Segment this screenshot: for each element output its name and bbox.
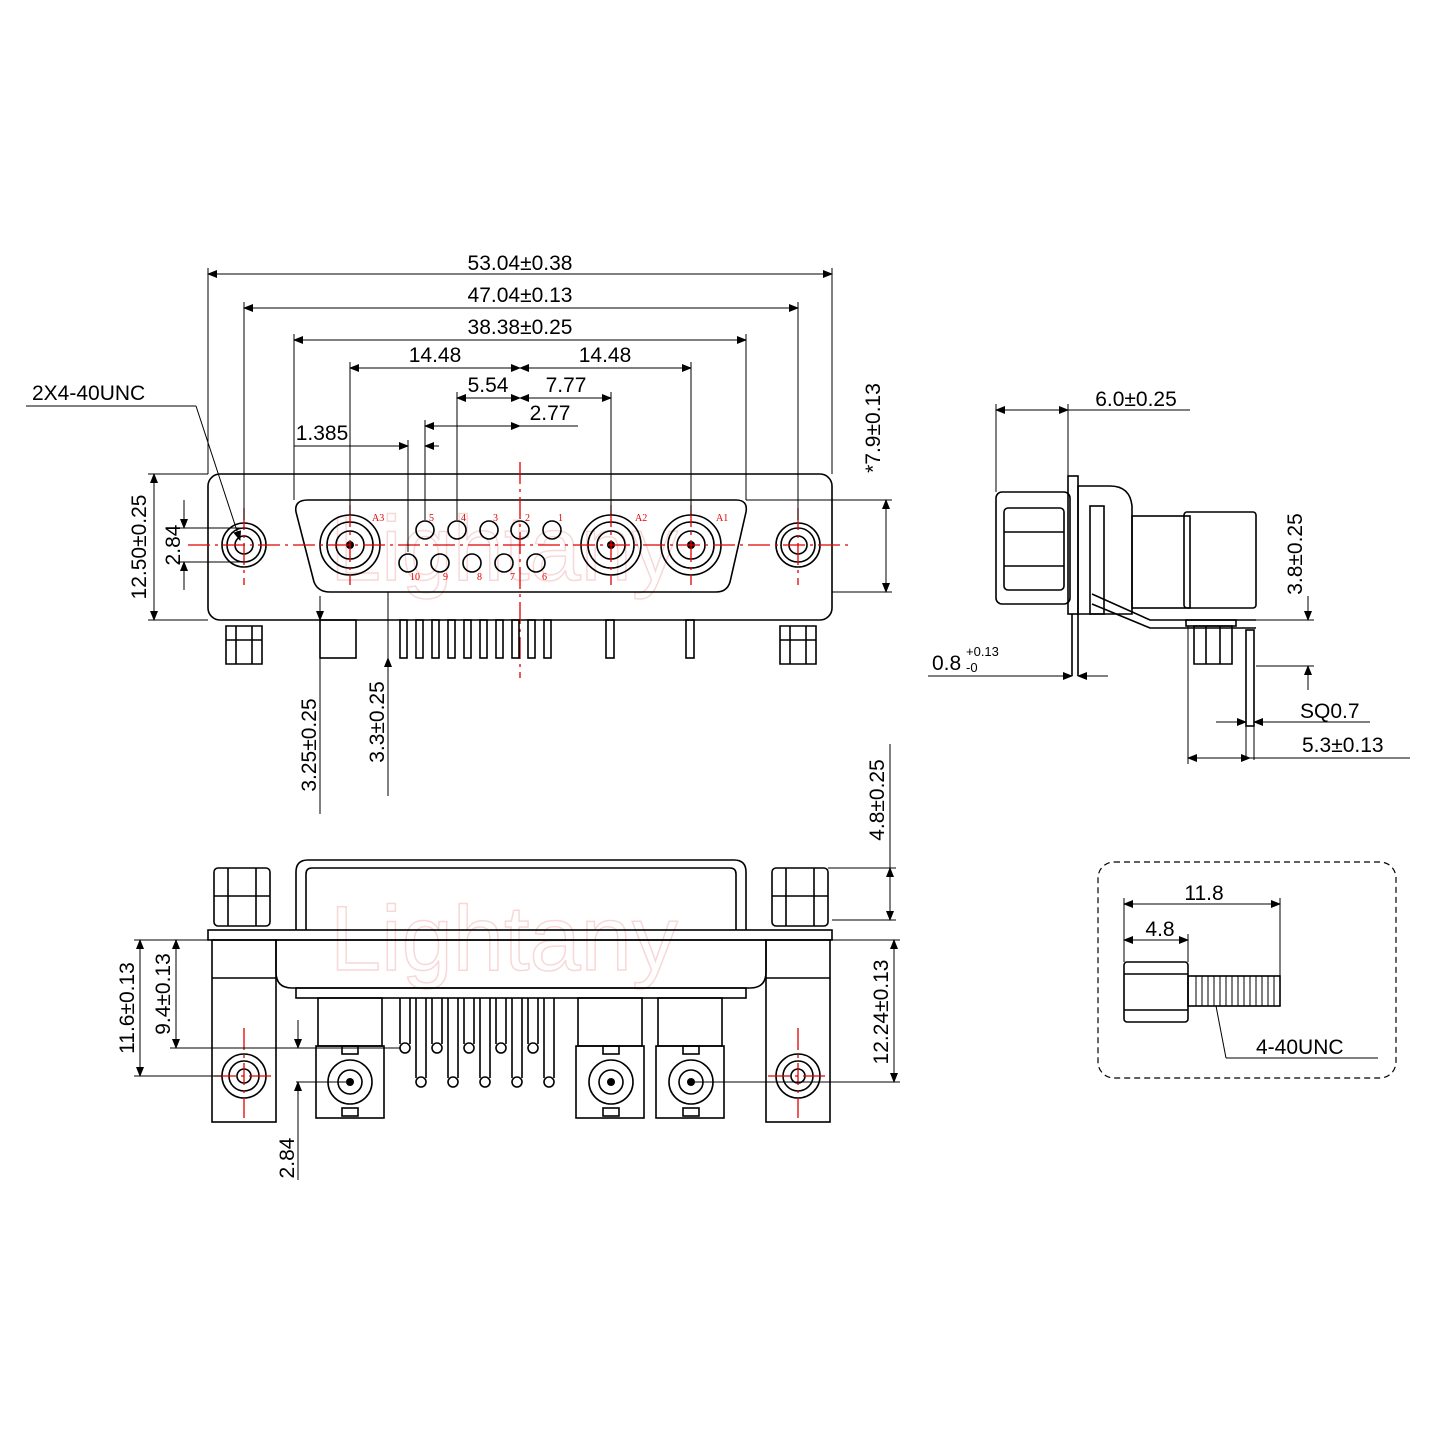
dim-standoff-height: 4.8±0.25 bbox=[866, 759, 889, 841]
coax-tail-a3 bbox=[319, 619, 357, 659]
dim-depth: 6.0±0.25 bbox=[1095, 388, 1177, 411]
svg-text:-0: -0 bbox=[966, 660, 978, 675]
dim-pin-square: SQ0.7 bbox=[1300, 700, 1360, 723]
pin-label-10: 10 bbox=[410, 572, 420, 583]
dim-shell-width: 38.38±0.25 bbox=[468, 316, 573, 339]
pin-label-a1: A1 bbox=[716, 513, 728, 524]
board-lock-left bbox=[225, 625, 263, 665]
front-view: A3 5 4 3 2 1 A2 A1 10 9 8 7 6 bbox=[26, 252, 892, 814]
dim-row-gap: 2.84 bbox=[276, 1137, 299, 1178]
side-pin bbox=[1245, 629, 1255, 727]
screw-detail: 11.8 4.8 4-40UNC bbox=[1097, 861, 1397, 1079]
screw-hex-head bbox=[1123, 961, 1189, 1023]
coax-tail-a2 bbox=[605, 619, 615, 659]
pin-label-3: 3 bbox=[493, 513, 498, 524]
screw-thread bbox=[1187, 975, 1281, 1007]
thread-callout: 2X4-40UNC bbox=[32, 382, 145, 405]
pin-label-9: 9 bbox=[443, 572, 448, 583]
pin-label-2: 2 bbox=[525, 513, 530, 524]
side-board-lock bbox=[1193, 625, 1233, 665]
pin-label-1: 1 bbox=[558, 513, 563, 524]
dim-coax-left: 14.48 bbox=[409, 344, 462, 367]
dim-board-offset: 3.8±0.25 bbox=[1284, 513, 1307, 595]
dim-tail-a: 3.25±0.25 bbox=[298, 698, 321, 791]
dim-hole-offset: 2.84 bbox=[162, 524, 185, 565]
dim-pin-pitch: 1.385 bbox=[296, 422, 349, 445]
dim-mount-spacing: 47.04±0.13 bbox=[468, 284, 573, 307]
dim-coax-right: 14.48 bbox=[579, 344, 632, 367]
dim-pin-offset-b: 7.77 bbox=[546, 374, 587, 397]
dim-tail-b: 3.3±0.25 bbox=[366, 681, 389, 763]
pin-label-7: 7 bbox=[510, 572, 515, 583]
watermark-bottom: Lightany bbox=[330, 888, 678, 990]
standoff-right bbox=[771, 867, 829, 927]
dim-row-c: 12.24±0.13 bbox=[870, 960, 893, 1065]
dim-flange-thickness: 0.8 +0.13 -0 bbox=[932, 644, 999, 675]
dim-pin-offset-c: 2.77 bbox=[530, 402, 571, 425]
bottom-view: 4.8±0.25 11.6±0.13 9.4±0.13 12.24±0.13 2… bbox=[116, 744, 900, 1180]
dim-shell-height: *7.9±0.13 bbox=[862, 383, 885, 473]
bottom-signal-pins bbox=[399, 998, 555, 1088]
standoff-left bbox=[213, 867, 271, 927]
pin-label-5: 5 bbox=[429, 513, 434, 524]
svg-text:+0.13: +0.13 bbox=[966, 644, 999, 659]
watermark-front: Lightany bbox=[330, 498, 678, 600]
signal-pins bbox=[398, 520, 562, 573]
signal-tails bbox=[399, 619, 552, 659]
dim-row-b: 9.4±0.13 bbox=[152, 953, 175, 1035]
dim-overall-width: 53.04±0.38 bbox=[468, 252, 573, 275]
side-shell bbox=[995, 491, 1071, 605]
screw-head-length: 4.8 bbox=[1145, 918, 1174, 941]
dim-flange-height: 12.50±0.25 bbox=[128, 495, 151, 600]
dim-row-a: 11.6±0.13 bbox=[116, 962, 139, 1054]
screw-thread-label: 4-40UNC bbox=[1256, 1036, 1344, 1059]
bottom-shell-top bbox=[295, 859, 747, 930]
pin-label-4: 4 bbox=[461, 513, 466, 524]
d-shell bbox=[294, 499, 748, 593]
board-lock-right bbox=[779, 625, 817, 665]
dim-pin-row: 5.3±0.13 bbox=[1302, 734, 1384, 757]
coax-block-a1 bbox=[655, 997, 725, 1119]
coax-block-a2 bbox=[575, 997, 645, 1119]
coax-tail-a1 bbox=[685, 619, 695, 659]
dim-pin-offset-a: 5.54 bbox=[468, 374, 509, 397]
screw-length: 11.8 bbox=[1184, 882, 1223, 905]
pin-label-a3: A3 bbox=[372, 513, 384, 524]
pin-label-a2: A2 bbox=[635, 513, 647, 524]
svg-text:0.8: 0.8 bbox=[932, 652, 961, 675]
coax-block-a3 bbox=[315, 997, 385, 1119]
side-body bbox=[1077, 485, 1133, 615]
pin-label-8: 8 bbox=[477, 572, 482, 583]
side-insert bbox=[1131, 515, 1191, 609]
pin-label-6: 6 bbox=[542, 572, 547, 583]
detail-frame bbox=[1097, 861, 1397, 1079]
side-view: 6.0±0.25 3.8±0.25 0.8 +0.13 -0 SQ0.7 5.3… bbox=[928, 388, 1410, 764]
